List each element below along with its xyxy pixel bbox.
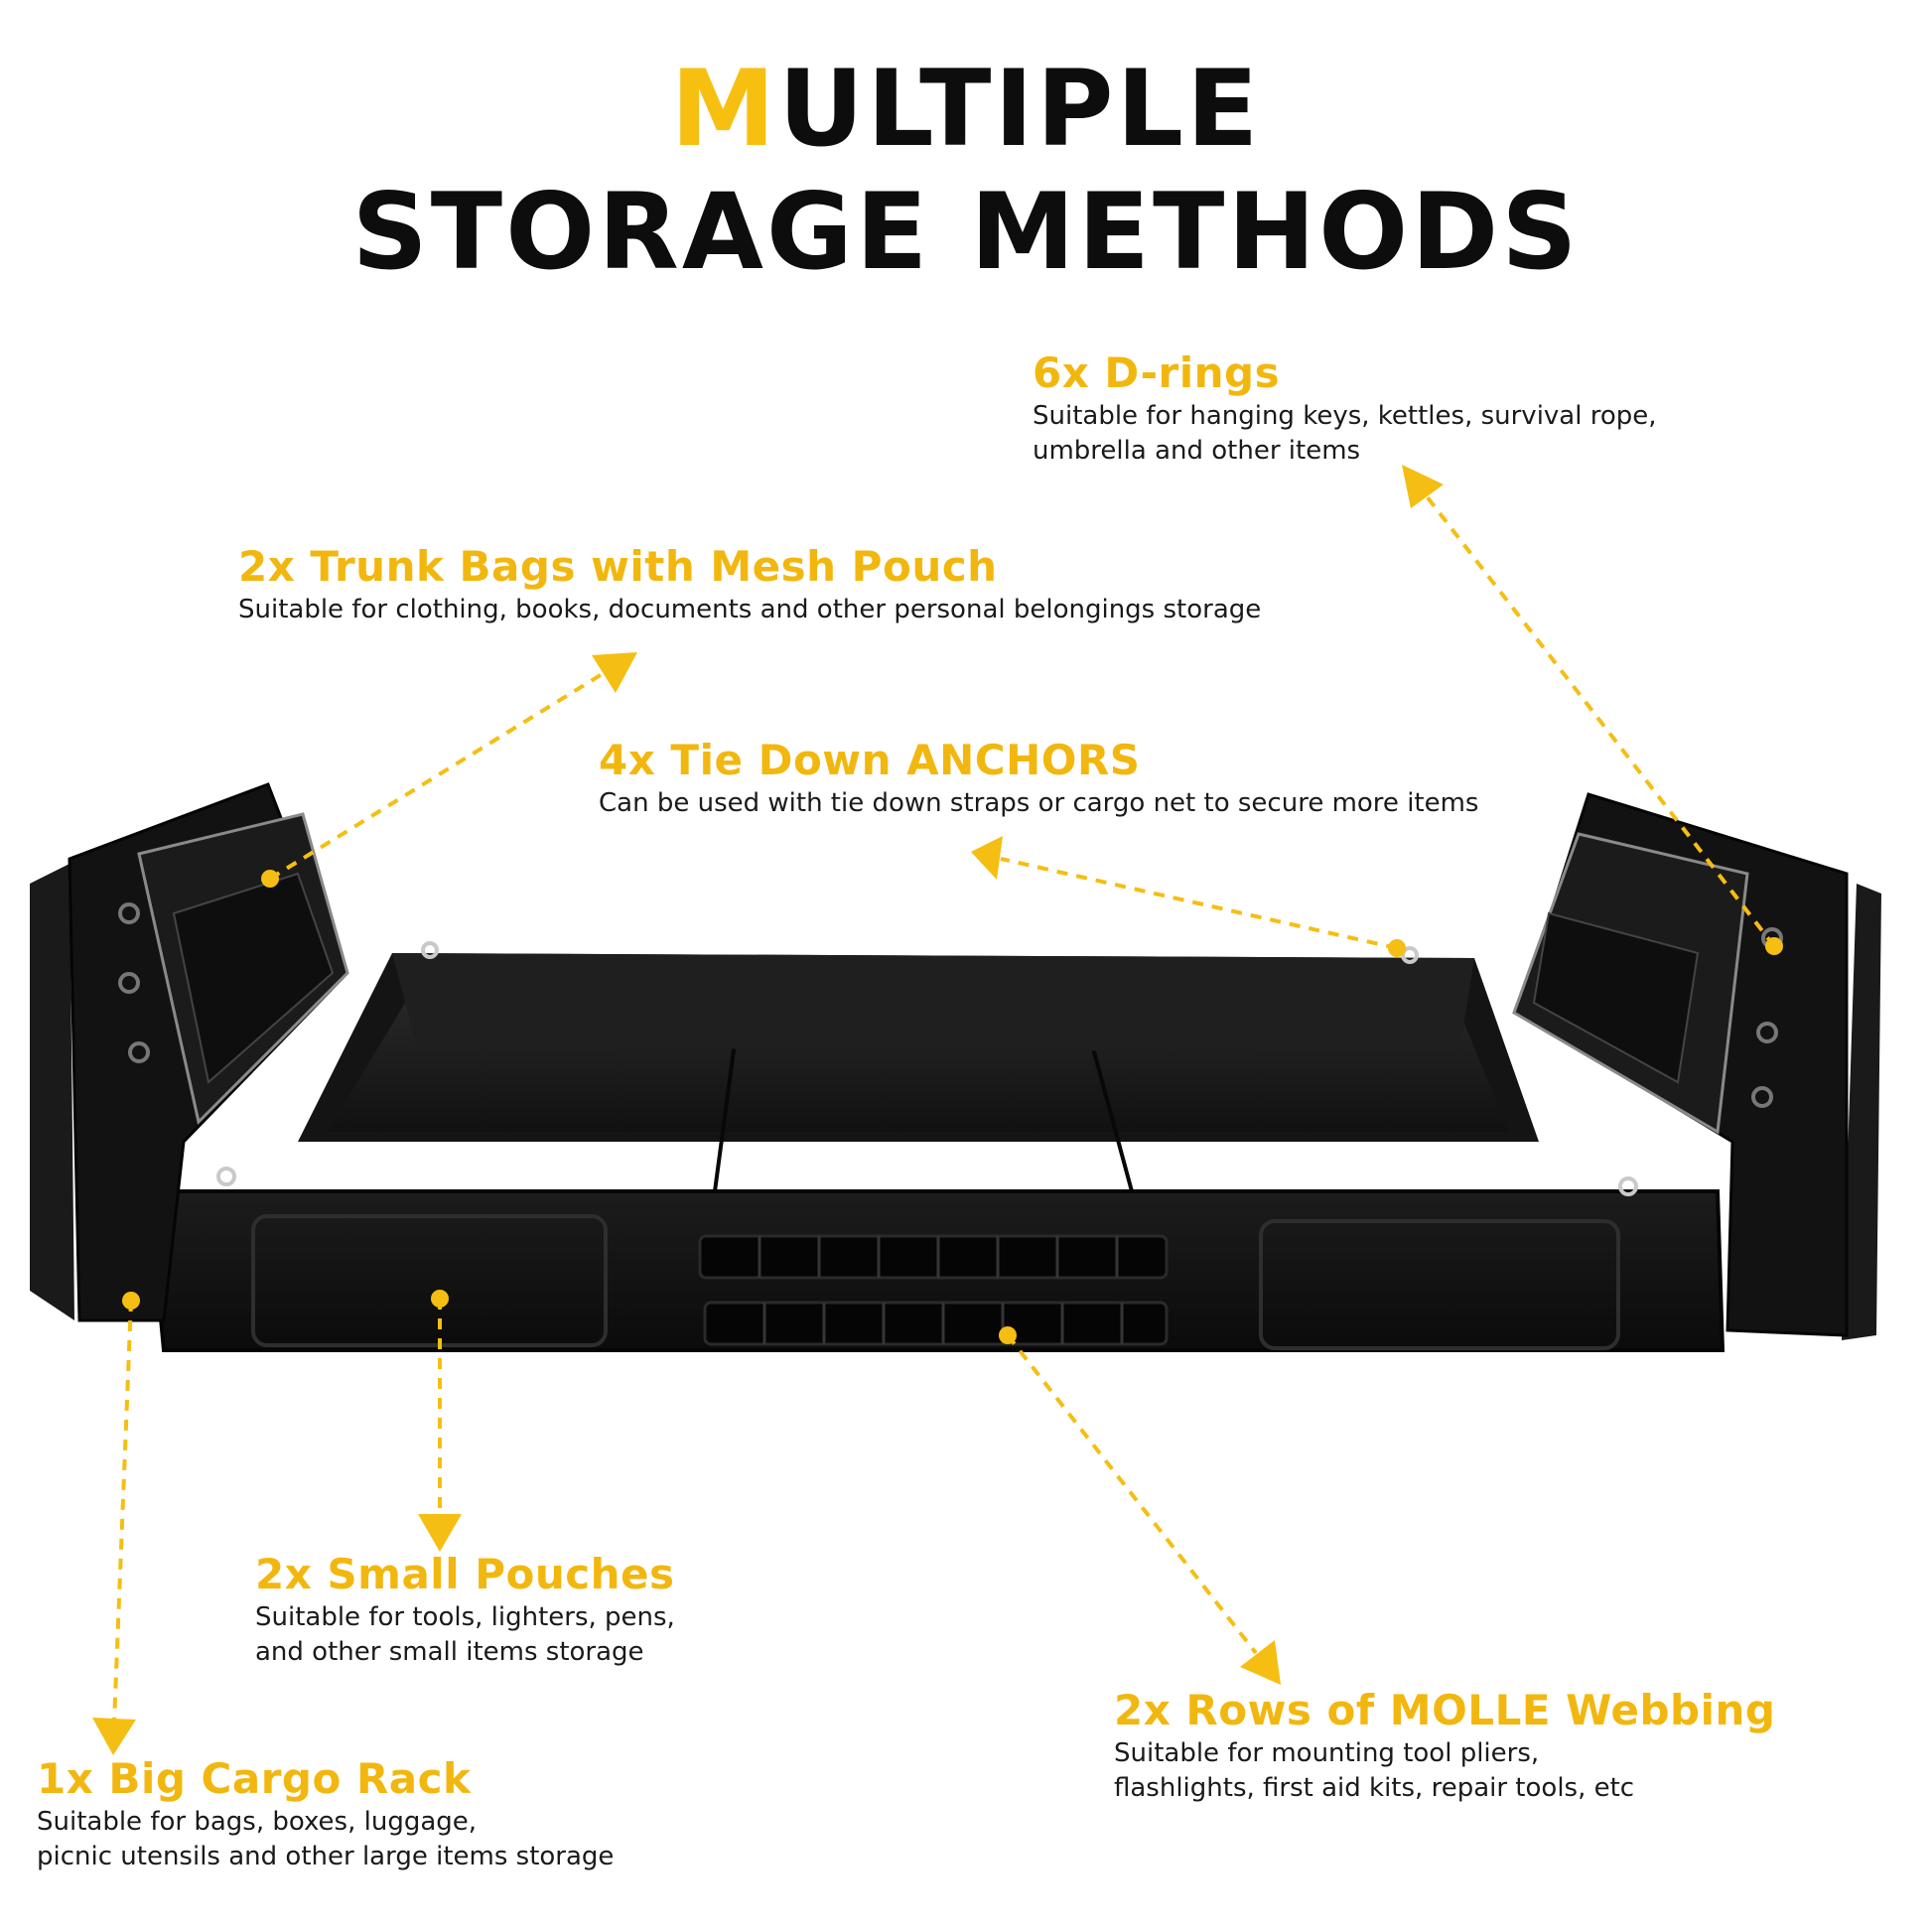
- callout-heading: 2x Small Pouches: [255, 1550, 675, 1598]
- tie-down-anchors: [216, 941, 1638, 1196]
- callout-heading: 2x Rows of MOLLE Webbing: [1114, 1686, 1776, 1734]
- callout-desc-line: Suitable for tools, lighters, pens,: [255, 1602, 675, 1632]
- dot-d-rings: [1765, 937, 1783, 955]
- callout-desc-line: Suitable for mounting tool pliers,: [1114, 1738, 1540, 1768]
- cargo-rack: [146, 941, 1725, 1352]
- callout-desc-line: Suitable for hanging keys, kettles, surv…: [1033, 401, 1657, 431]
- title-accent-letter: M: [670, 48, 778, 170]
- dot-small-pouches: [431, 1290, 449, 1308]
- arrowhead-cargo-rack-icon: [92, 1718, 136, 1755]
- callout-heading: 2x Trunk Bags with Mesh Pouch: [238, 542, 998, 591]
- callout-molle-webbing: 2x Rows of MOLLE Webbing Suitable for mo…: [1114, 1685, 1775, 1806]
- trunk-bag-right: [1512, 792, 1881, 1340]
- arrowhead-d-rings-icon: [1402, 465, 1444, 508]
- callout-tie-down-anchors: 4x Tie Down ANCHORS Can be used with tie…: [599, 735, 1478, 821]
- callout-cargo-rack: 1x Big Cargo Rack Suitable for bags, box…: [37, 1753, 614, 1874]
- dot-cargo-rack: [122, 1292, 140, 1310]
- callout-d-rings: 6x D-rings Suitable for hanging keys, ke…: [1033, 347, 1657, 469]
- arrow-trunk-bags: [268, 671, 606, 881]
- arrow-d-rings: [1425, 494, 1776, 948]
- arrow-molle: [1006, 1333, 1258, 1655]
- callout-heading: 1x Big Cargo Rack: [37, 1754, 472, 1803]
- arrowhead-trunk-bags-icon: [592, 652, 637, 693]
- callout-desc-line: flashlights, first aid kits, repair tool…: [1114, 1773, 1635, 1803]
- callout-desc-line: Can be used with tie down straps or carg…: [599, 788, 1479, 818]
- callout-desc-line: umbrella and other items: [1033, 436, 1361, 466]
- molle-webbing: [698, 1234, 1169, 1346]
- callout-arrows: [112, 494, 1776, 1724]
- arrowhead-anchors-icon: [971, 836, 1003, 880]
- title-line-1-rest: ULTIPLE: [778, 48, 1262, 170]
- small-pouch-left: [251, 1214, 608, 1347]
- small-pouch-right: [1259, 1219, 1620, 1350]
- callout-heading: 4x Tie Down ANCHORS: [599, 736, 1141, 784]
- callout-desc-line: Suitable for clothing, books, documents …: [238, 595, 1262, 624]
- callout-desc-line: picnic utensils and other large items st…: [37, 1842, 615, 1871]
- arrowhead-small-pouches-icon: [418, 1514, 462, 1552]
- callout-trunk-bags: 2x Trunk Bags with Mesh Pouch Suitable f…: [238, 541, 1261, 627]
- trunk-bag-left: [30, 782, 349, 1322]
- dot-molle: [999, 1326, 1017, 1344]
- arrow-anchors: [1000, 857, 1398, 950]
- page-title-line-1: MULTIPLE: [0, 48, 1932, 171]
- callout-desc-line: Suitable for bags, boxes, luggage,: [37, 1807, 478, 1837]
- callout-heading: 6x D-rings: [1033, 348, 1281, 397]
- dot-anchors: [1388, 939, 1406, 957]
- page-title-line-2: STORAGE METHODS: [351, 171, 1581, 293]
- callout-small-pouches: 2x Small Pouches Suitable for tools, lig…: [255, 1549, 675, 1670]
- arrowhead-molle-icon: [1240, 1640, 1281, 1685]
- callout-desc-line: and other small items storage: [255, 1637, 644, 1667]
- arrow-cargo-rack: [112, 1300, 133, 1724]
- dot-trunk-bags: [261, 870, 279, 888]
